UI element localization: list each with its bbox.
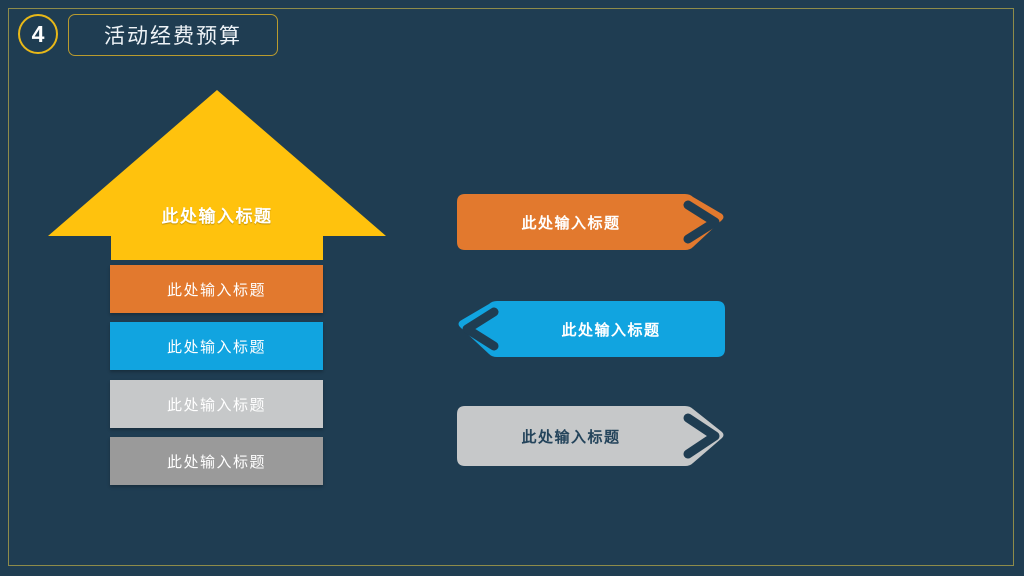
- stack-bar-1-label: 此处输入标题: [166, 281, 266, 299]
- page-title: 活动经费预算: [104, 25, 242, 48]
- section-number-badge: 4: [18, 14, 58, 54]
- stack-bar-3-label: 此处输入标题: [166, 396, 266, 414]
- banner-gray-body: [457, 406, 724, 466]
- up-arrow-polygon: [48, 90, 386, 260]
- banner-blue-label: 此处输入标题: [561, 321, 661, 339]
- section-number-text: 4: [31, 20, 45, 47]
- banner-blue-svg: [458, 301, 725, 357]
- up-arrow-shape: 此处输入标题: [48, 90, 386, 260]
- banner-orange-label: 此处输入标题: [521, 214, 621, 232]
- stack-bar-1[interactable]: 此处输入标题: [110, 265, 323, 313]
- stack-bar-3[interactable]: 此处输入标题: [110, 380, 323, 428]
- chevron-left-icon: [462, 307, 499, 351]
- chevron-right-icon: [683, 413, 720, 459]
- banner-blue[interactable]: 此处输入标题: [455, 296, 725, 362]
- banner-orange-svg: [457, 194, 724, 250]
- stack-bar-4-label: 此处输入标题: [166, 453, 266, 471]
- banner-orange-body: [457, 194, 724, 250]
- banner-orange[interactable]: 此处输入标题: [457, 188, 725, 256]
- stack-bar-2[interactable]: 此处输入标题: [110, 322, 323, 370]
- up-arrow-svg: [48, 90, 386, 260]
- banner-blue-body: [458, 301, 725, 357]
- page-title-box: 活动经费预算: [68, 14, 278, 56]
- banner-gray[interactable]: 此处输入标题: [457, 400, 725, 472]
- stack-bar-2-label: 此处输入标题: [166, 338, 266, 356]
- banner-gray-svg: [457, 406, 724, 466]
- chevron-right-icon: [683, 200, 720, 244]
- banner-gray-label: 此处输入标题: [521, 428, 621, 446]
- stack-bar-4[interactable]: 此处输入标题: [110, 437, 323, 485]
- up-arrow-label: 此处输入标题: [161, 207, 273, 226]
